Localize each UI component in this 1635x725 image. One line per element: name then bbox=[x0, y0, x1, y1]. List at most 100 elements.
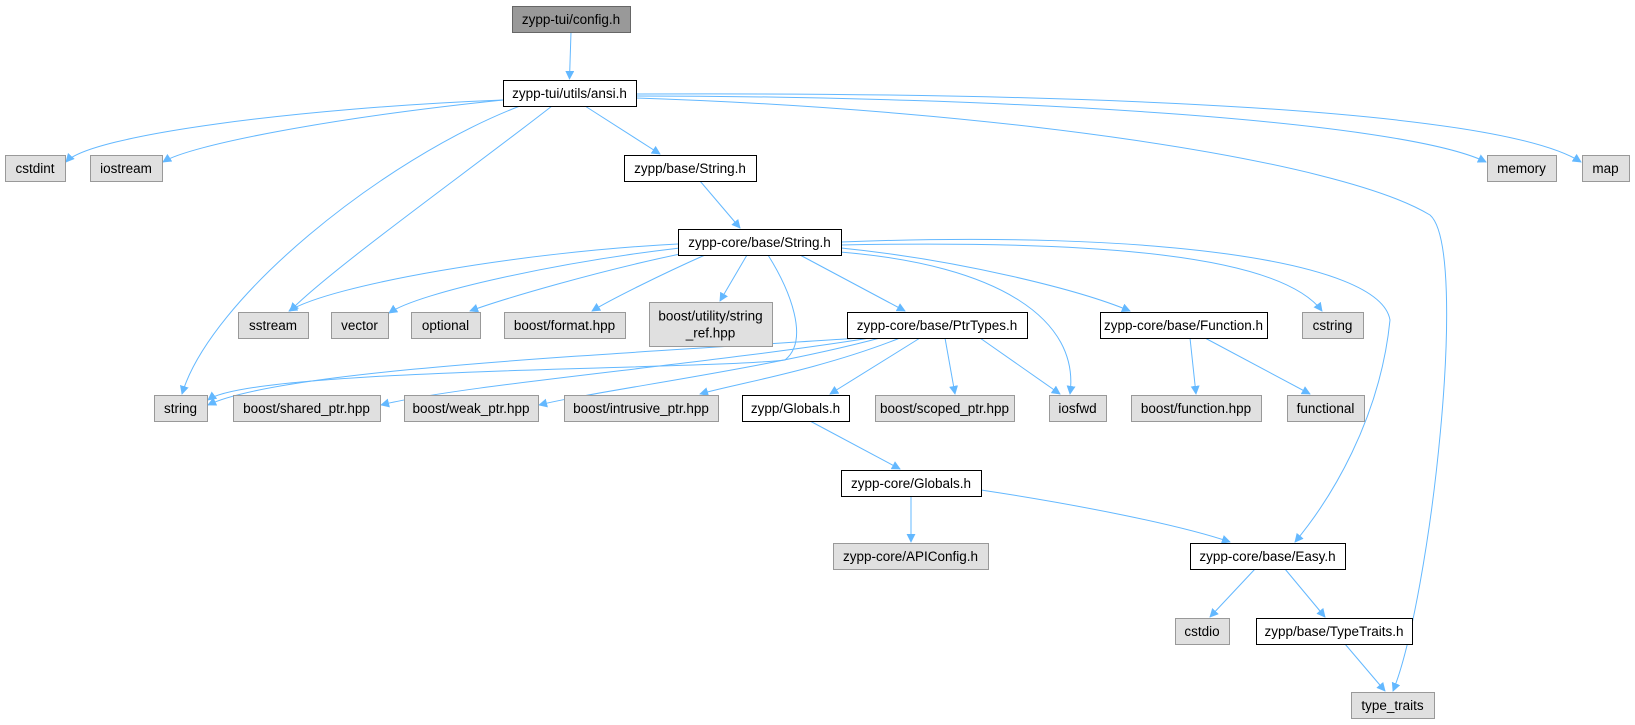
edge-core_string-to-boost_string_ref bbox=[719, 254, 748, 302]
edge-function-to-functional bbox=[1204, 337, 1311, 395]
node-cstdint: cstdint bbox=[5, 155, 66, 182]
edge-ansi-to-iostream bbox=[162, 99, 504, 163]
node-label: boost/function.hpp bbox=[1141, 401, 1251, 416]
node-box bbox=[90, 155, 163, 182]
node-box bbox=[1190, 543, 1346, 570]
edge-core_string-to-cstring bbox=[840, 243, 1323, 312]
node-label: boost/format.hpp bbox=[514, 318, 615, 333]
edge-ptrtypes-to-string bbox=[207, 337, 861, 406]
node-easy[interactable]: zypp-core/base/Easy.h bbox=[1190, 543, 1346, 570]
node-box bbox=[742, 395, 850, 422]
edge-ptrtypes-to-boost_intrusive bbox=[699, 337, 901, 396]
edge-core_string-to-easy bbox=[840, 238, 1391, 543]
edge-ansi-to-sstream bbox=[289, 105, 553, 312]
node-label: optional bbox=[422, 318, 469, 333]
edge-ansi-to-cstdint bbox=[65, 99, 504, 163]
node-label: cstring bbox=[1313, 318, 1353, 333]
node-cstring: cstring bbox=[1302, 312, 1364, 339]
edge-typetraits-to-type_traits bbox=[1344, 643, 1386, 692]
node-label: boost/scoped_ptr.hpp bbox=[880, 401, 1009, 416]
node-box bbox=[1302, 312, 1364, 339]
node-box bbox=[504, 312, 626, 339]
node-ptrtypes[interactable]: zypp-core/base/PtrTypes.h bbox=[847, 312, 1028, 339]
node-label: zypp-core/base/Easy.h bbox=[1199, 549, 1335, 564]
node-box bbox=[649, 302, 773, 347]
node-box bbox=[1487, 155, 1557, 182]
node-box bbox=[5, 155, 66, 182]
node-box bbox=[411, 312, 481, 339]
node-layer: zypp-tui/config.h zypp-tui/utils/ansi.h cs… bbox=[5, 6, 1630, 719]
edge-ptrtypes-to-boost_scoped bbox=[944, 337, 959, 395]
node-label: zypp-core/Globals.h bbox=[851, 476, 971, 491]
node-label: iosfwd bbox=[1058, 401, 1096, 416]
edge-ptrtypes-to-boost_shared bbox=[380, 337, 871, 408]
node-box bbox=[1582, 155, 1630, 182]
node-label: cstdint bbox=[15, 161, 54, 176]
node-label: string bbox=[164, 401, 197, 416]
node-boost_intrusive: boost/intrusive_ptr.hpp bbox=[564, 395, 719, 422]
node-box bbox=[678, 229, 842, 256]
edge-config-to-ansi bbox=[565, 31, 575, 80]
node-label: zypp-tui/utils/ansi.h bbox=[512, 86, 627, 101]
edge-ptrtypes-to-iosfwd bbox=[979, 337, 1061, 395]
node-zypp_globals[interactable]: zypp/Globals.h bbox=[742, 395, 850, 422]
node-box bbox=[1256, 618, 1413, 645]
edge-core_globals-to-easy bbox=[980, 489, 1231, 544]
node-label: cstdio bbox=[1184, 624, 1219, 639]
node-box bbox=[512, 6, 631, 33]
node-string: string bbox=[154, 395, 208, 422]
node-box bbox=[833, 543, 989, 570]
edge-ansi-to-type_traits bbox=[635, 97, 1448, 692]
node-core_globals[interactable]: zypp-core/Globals.h bbox=[841, 470, 982, 497]
node-label: zypp/base/TypeTraits.h bbox=[1264, 624, 1403, 639]
node-label: functional bbox=[1297, 401, 1355, 416]
node-box bbox=[233, 395, 381, 422]
edge-core_string-to-string bbox=[207, 254, 798, 401]
node-ansi[interactable]: zypp-tui/utils/ansi.h bbox=[503, 80, 637, 107]
edge-easy-to-cstdio bbox=[1209, 568, 1256, 618]
node-label: zypp-core/base/String.h bbox=[688, 235, 831, 250]
node-cstdio: cstdio bbox=[1175, 618, 1230, 645]
node-zypp_string[interactable]: zypp/base/String.h bbox=[624, 155, 757, 182]
node-label: boost/weak_ptr.hpp bbox=[412, 401, 529, 416]
node-function[interactable]: zypp-core/base/Function.h bbox=[1100, 312, 1268, 339]
node-label: vector bbox=[341, 318, 378, 333]
node-apiconfig: zypp-core/APIConfig.h bbox=[833, 543, 989, 570]
node-label: zypp-tui/config.h bbox=[522, 12, 620, 27]
node-boost_scoped: boost/scoped_ptr.hpp bbox=[875, 395, 1015, 422]
node-box bbox=[1175, 618, 1230, 645]
node-box bbox=[1100, 312, 1268, 339]
edge-ptrtypes-to-boost_weak bbox=[538, 337, 881, 408]
node-typetraits[interactable]: zypp/base/TypeTraits.h bbox=[1256, 618, 1413, 645]
edge-zypp_string-to-core_string bbox=[699, 180, 741, 229]
node-box bbox=[331, 312, 389, 339]
node-iosfwd: iosfwd bbox=[1049, 395, 1107, 422]
edge-core_string-to-sstream bbox=[288, 243, 679, 312]
node-type_traits: type_traits bbox=[1351, 692, 1435, 719]
node-box bbox=[564, 395, 719, 422]
edge-easy-to-typetraits bbox=[1284, 568, 1326, 618]
node-label: type_traits bbox=[1361, 698, 1424, 713]
edge-ansi-to-string bbox=[180, 105, 521, 395]
node-box bbox=[154, 395, 208, 422]
edge-zypp_globals-to-core_globals bbox=[809, 420, 901, 470]
edge-core_string-to-iosfwd bbox=[839, 251, 1076, 395]
node-iostream: iostream bbox=[90, 155, 163, 182]
node-box bbox=[404, 395, 539, 422]
node-config[interactable]: zypp-tui/config.h bbox=[512, 6, 631, 33]
edge-ptrtypes-to-zypp_globals bbox=[829, 337, 921, 395]
node-boost_function: boost/function.hpp bbox=[1131, 395, 1262, 422]
node-label: memory bbox=[1497, 161, 1546, 176]
node-label: boost/shared_ptr.hpp bbox=[243, 401, 370, 416]
node-core_string[interactable]: zypp-core/base/String.h bbox=[678, 229, 842, 256]
edge-core_string-to-boost_format bbox=[591, 254, 706, 312]
node-boost_shared: boost/shared_ptr.hpp bbox=[233, 395, 381, 422]
node-functional: functional bbox=[1287, 395, 1365, 422]
node-box bbox=[1351, 692, 1435, 719]
node-box bbox=[238, 312, 309, 339]
edge-ansi-to-zypp_string bbox=[584, 105, 661, 155]
node-label: _ref.hpp bbox=[685, 326, 736, 341]
edge-ansi-to-memory bbox=[635, 95, 1487, 163]
node-boost_format: boost/format.hpp bbox=[504, 312, 626, 339]
node-box bbox=[1049, 395, 1107, 422]
